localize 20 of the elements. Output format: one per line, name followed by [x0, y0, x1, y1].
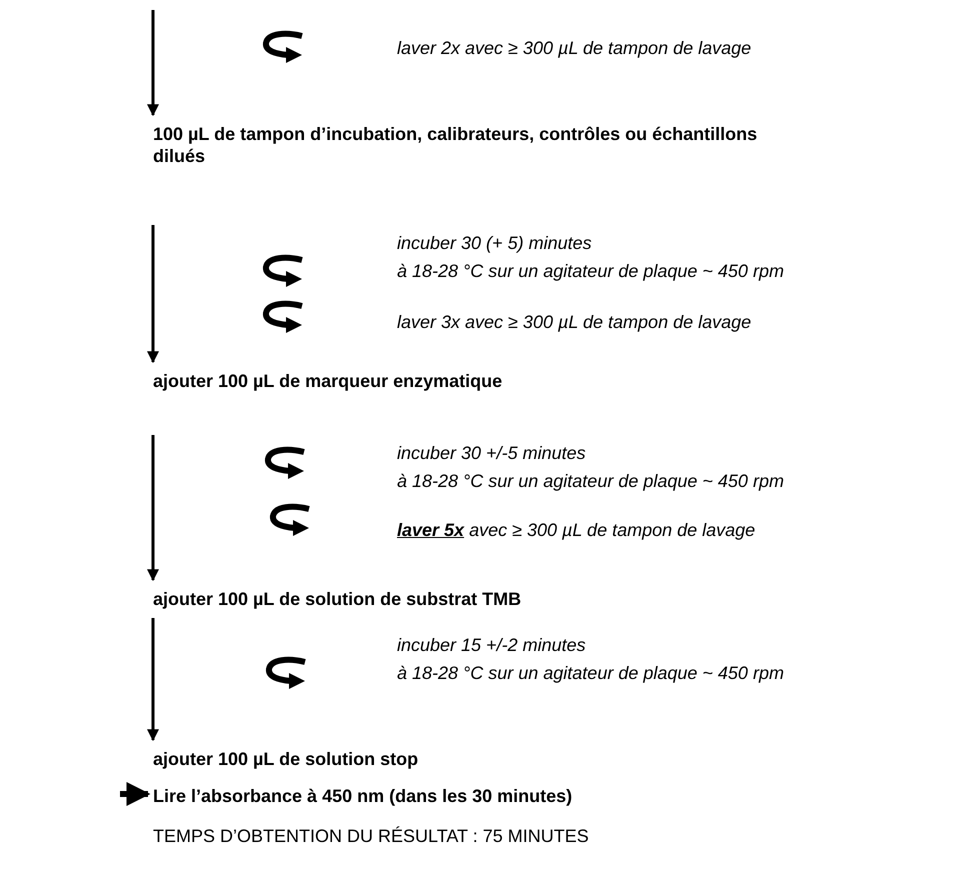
step-instruction: à 18-28 °C sur un agitateur de plaque ~ 450 rpm — [397, 662, 784, 684]
step-instruction: incuber 15 +/-2 minutes — [397, 634, 586, 656]
step-text: ajouter 100 µL de marqueur enzymatique — [153, 370, 853, 392]
result-time-note: TEMPS D’OBTENTION DU RÉSULTAT : 75 MINUTES — [153, 825, 589, 847]
step-instruction: à 18-28 °C sur un agitateur de plaque ~ 450 rpm — [397, 470, 784, 492]
step-text: ajouter 100 µL de solution de substrat TMB — [153, 588, 853, 610]
arrow — [147, 10, 159, 116]
step-text: Lire l’absorbance à 450 nm (dans les 30 minutes) — [153, 785, 853, 807]
arrow — [147, 225, 159, 364]
arrow — [120, 782, 150, 806]
arrow — [147, 618, 159, 742]
step-instruction: laver 2x avec ≥ 300 µL de tampon de lavage — [397, 37, 752, 59]
step-instruction: incuber 30 +/-5 minutes — [397, 442, 586, 464]
step-instruction: incuber 30 (+ 5) minutes — [397, 232, 592, 254]
step-instruction: laver 3x avec ≥ 300 µL de tampon de lavage — [397, 311, 752, 333]
step-instruction: laver 5x avec ≥ 300 µL de tampon de lavage — [397, 519, 756, 541]
step-instruction: à 18-28 °C sur un agitateur de plaque ~ 450 rpm — [397, 260, 784, 282]
arrow — [147, 435, 159, 582]
step-text: 100 µL de tampon d’incubation, calibrateurs, contrôles ou échantillons dilués — [153, 123, 765, 167]
step-text: ajouter 100 µL de solution stop — [153, 748, 853, 770]
